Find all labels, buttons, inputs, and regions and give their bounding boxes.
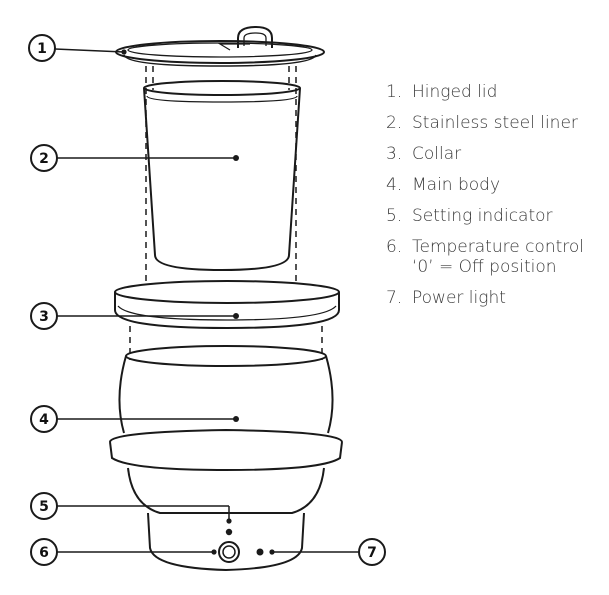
legend-number: 4. — [386, 175, 403, 195]
main-body-drawing — [109, 345, 343, 572]
svg-text:1: 1 — [37, 41, 47, 57]
hinged-lid-drawing — [115, 25, 325, 67]
svg-text:4: 4 — [39, 412, 49, 428]
stainless-steel-liner-drawing — [143, 80, 301, 272]
callout-6: 6 — [30, 538, 58, 566]
collar-drawing — [114, 280, 340, 330]
legend-item: 3. Collar — [386, 144, 584, 164]
legend-label: Stainless steel liner — [412, 113, 578, 133]
svg-text:2: 2 — [39, 151, 49, 167]
callout-3: 3 — [30, 302, 58, 330]
legend-label: Hinged lid — [412, 82, 498, 102]
legend-item: 4. Main body — [386, 175, 584, 195]
exploded-view-guides — [129, 66, 323, 360]
svg-text:3: 3 — [39, 309, 49, 325]
parts-legend: 1. Hinged lid 2. Stainless steel liner 3. C… — [386, 82, 584, 319]
callout-7: 7 — [358, 538, 386, 566]
leader-lines — [54, 48, 359, 553]
callout-4: 4 — [30, 405, 58, 433]
legend-number: 7. — [386, 288, 403, 308]
legend-item: 2. Stainless steel liner — [386, 113, 584, 133]
legend-item: 1. Hinged lid — [386, 82, 584, 102]
legend-number: 3. — [386, 144, 403, 164]
legend-item: 5. Setting indicator — [386, 206, 584, 226]
legend-number: 6. — [386, 237, 403, 257]
legend-item: 6. Temperature control ‘0’ = Off position — [386, 237, 584, 277]
callout-5: 5 — [30, 492, 58, 520]
legend-label: Collar — [412, 144, 462, 164]
legend-number: 5. — [386, 206, 403, 226]
legend-number: 2. — [386, 113, 403, 133]
legend-label: Temperature control ‘0’ = Off position — [412, 237, 585, 277]
legend-number: 1. — [386, 82, 403, 102]
callout-2: 2 — [30, 144, 58, 172]
legend-label: Power light — [412, 288, 506, 308]
legend-item: 7. Power light — [386, 288, 584, 308]
svg-text:6: 6 — [39, 545, 49, 561]
legend-label: Setting indicator — [412, 206, 553, 226]
svg-text:5: 5 — [39, 499, 49, 515]
svg-text:7: 7 — [367, 545, 377, 561]
legend-label: Main body — [412, 175, 501, 195]
controls-drawing — [218, 528, 264, 563]
callout-1: 1 — [28, 34, 56, 62]
